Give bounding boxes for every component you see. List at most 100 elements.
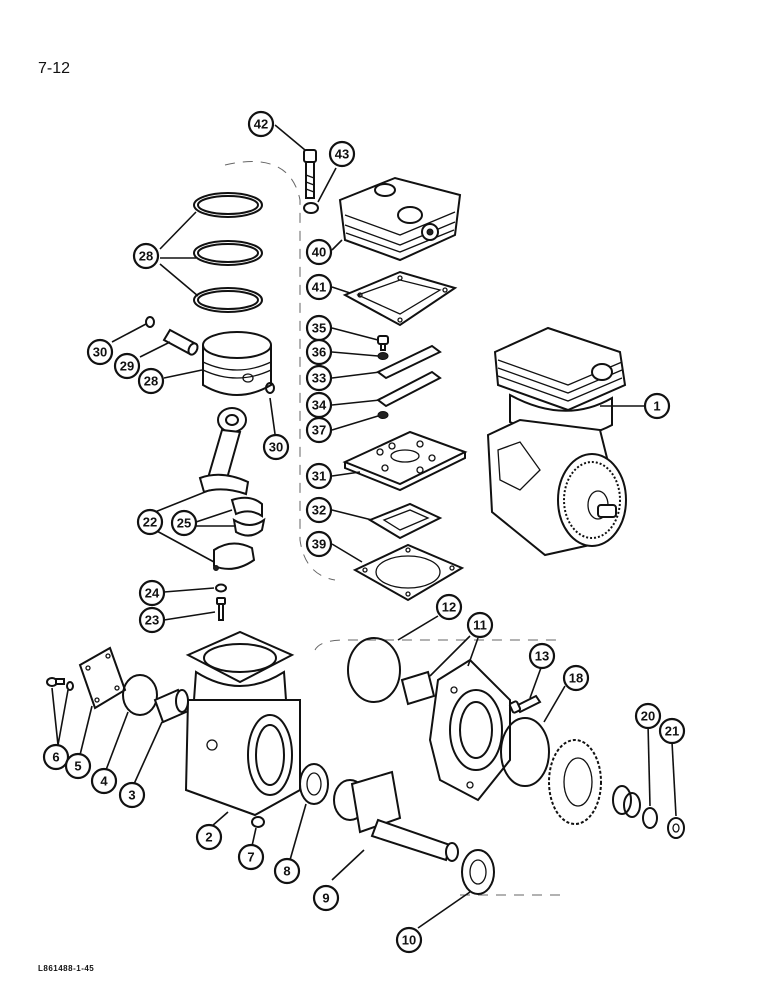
bolt-part-13	[508, 694, 542, 714]
callout-5: 5	[64, 752, 92, 780]
callout-29: 29	[113, 352, 141, 380]
clip-part-30-left	[145, 316, 155, 328]
callout-1-label: 1	[653, 399, 660, 414]
callout-22-label: 22	[143, 515, 157, 530]
leader-8	[289, 803, 307, 861]
leader-4	[105, 711, 129, 771]
connecting-rod-part-22	[198, 407, 256, 571]
leader-39	[331, 543, 363, 563]
piston-rings-part-28	[193, 192, 263, 313]
callout-34: 34	[305, 391, 333, 419]
callout-21: 21	[658, 717, 686, 745]
washer-part-43	[303, 202, 319, 214]
callout-10: 10	[395, 926, 423, 954]
callout-23: 23	[138, 606, 166, 634]
callout-30-right-label: 30	[269, 440, 283, 455]
bearing-part-25	[230, 496, 266, 537]
callout-25-label: 25	[177, 516, 191, 531]
screw-part-6	[46, 677, 74, 691]
valve-plate-part-31	[342, 430, 468, 492]
callout-1: 1	[643, 392, 671, 420]
callout-6-label: 6	[52, 750, 59, 765]
leader-43	[317, 167, 337, 203]
valve-plate-part-34	[376, 370, 442, 408]
cylinder-head-part-40	[338, 176, 462, 262]
leader-31	[331, 471, 361, 477]
callout-29-label: 29	[120, 359, 134, 374]
callout-36-label: 36	[312, 345, 326, 360]
leader-7	[251, 827, 257, 847]
leader-30-right	[269, 397, 276, 435]
drawing-code: L861488-1-45	[38, 964, 95, 973]
nut-part-21	[667, 817, 685, 839]
washer-part-24	[215, 583, 227, 593]
leader-3	[133, 721, 163, 785]
callout-13: 13	[528, 642, 556, 670]
leader-23	[163, 611, 216, 621]
callout-25: 25	[170, 509, 198, 537]
callout-11: 11	[466, 611, 494, 639]
callout-28-piston: 28	[137, 367, 165, 395]
leader-18	[543, 685, 566, 723]
callout-34-label: 34	[312, 398, 327, 413]
callout-4: 4	[90, 767, 118, 795]
callout-5-label: 5	[74, 759, 81, 774]
callout-35: 35	[305, 314, 333, 342]
washer-part-36	[377, 352, 389, 360]
bolt-part-42	[303, 149, 317, 199]
page-number: 7-12	[38, 60, 71, 77]
leader-13	[529, 664, 543, 699]
callout-35-label: 35	[312, 321, 326, 336]
cover-plate-part-5	[78, 646, 127, 710]
leader-33	[331, 371, 381, 379]
gasket-part-39	[352, 543, 465, 602]
leader-24	[163, 587, 215, 593]
leader-36	[331, 351, 379, 357]
leader-11	[429, 635, 479, 677]
callout-40: 40	[305, 238, 333, 266]
callout-43-label: 43	[335, 147, 349, 162]
callout-33: 33	[305, 364, 333, 392]
screw-part-35	[377, 335, 389, 351]
callout-30-left-label: 30	[93, 345, 107, 360]
bearing-housing-part-11	[400, 658, 511, 802]
callout-40-label: 40	[312, 245, 326, 260]
piston-pin-part-29	[162, 328, 199, 356]
callout-41: 41	[305, 273, 333, 301]
callout-8-label: 8	[283, 864, 290, 879]
callout-42: 42	[247, 110, 275, 138]
o-ring-part-12	[347, 637, 401, 703]
callout-31: 31	[305, 462, 333, 490]
callout-28-piston-label: 28	[144, 374, 158, 389]
callout-2: 2	[195, 823, 223, 851]
callout-37-label: 37	[312, 423, 326, 438]
gasket-part-41	[342, 270, 458, 327]
leader-29	[139, 341, 171, 358]
leader-40	[331, 239, 343, 251]
callout-7: 7	[237, 843, 265, 871]
callout-4-label: 4	[100, 774, 108, 789]
leader-20	[647, 723, 651, 807]
leader-21	[671, 741, 677, 817]
callout-2-label: 2	[205, 830, 212, 845]
callout-20-label: 20	[641, 709, 655, 724]
callout-21-label: 21	[665, 724, 679, 739]
leader-34	[331, 399, 381, 406]
compressor-assembly-part-1	[486, 326, 627, 557]
callout-11-label: 11	[473, 618, 487, 633]
callout-36: 36	[305, 338, 333, 366]
callout-32: 32	[305, 496, 333, 524]
leader-2	[211, 811, 229, 827]
callout-3-label: 3	[128, 788, 135, 803]
callout-9: 9	[312, 884, 340, 912]
callout-7-label: 7	[247, 850, 254, 865]
callout-12-label: 12	[442, 600, 456, 615]
callout-33-label: 33	[312, 371, 326, 386]
leader-5	[79, 705, 93, 756]
callout-30-left: 30	[86, 338, 114, 366]
valve-plate-part-33	[376, 344, 442, 380]
leader-10	[417, 891, 471, 929]
leader-41	[331, 286, 351, 294]
callout-12: 12	[435, 593, 463, 621]
